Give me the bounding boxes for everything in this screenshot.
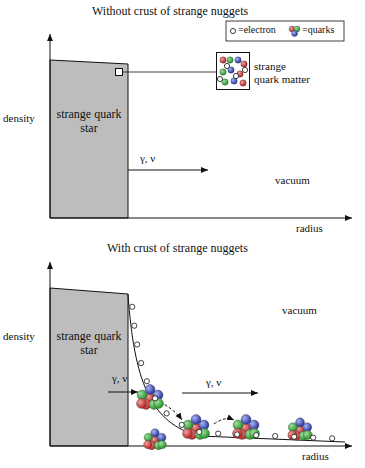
legend-text: =quarks xyxy=(302,24,334,36)
radius-axis xyxy=(50,218,352,219)
electron xyxy=(164,411,169,416)
emission-arrow xyxy=(108,392,138,393)
electron xyxy=(233,73,238,78)
legend-box xyxy=(226,21,344,41)
electron xyxy=(330,436,335,441)
node-text: strange quark star xyxy=(52,108,126,136)
region-label: vacuum xyxy=(282,304,317,317)
electron xyxy=(152,396,157,401)
electron xyxy=(224,63,229,68)
star-label-box: strange quark star xyxy=(52,108,126,136)
electron xyxy=(144,379,149,384)
emission-arrow xyxy=(128,170,208,171)
emission-label: γ, ν xyxy=(206,376,221,389)
electron xyxy=(135,342,140,347)
electron xyxy=(230,28,235,33)
node-text: strange quark matter xyxy=(254,60,312,85)
electron xyxy=(273,433,278,438)
legend-text: =electron xyxy=(238,24,276,36)
electron xyxy=(130,304,135,309)
nugget-arrow xyxy=(214,419,234,424)
electron xyxy=(179,422,184,427)
emission-label: γ, ν xyxy=(140,152,155,165)
star-region xyxy=(50,60,128,218)
node-text: strange quark star xyxy=(52,330,126,358)
star-label-box: strange quark star xyxy=(52,330,126,358)
electron xyxy=(197,429,202,434)
star-region xyxy=(50,288,128,446)
electron xyxy=(132,323,137,328)
electron xyxy=(242,67,247,72)
panel-title: With crust of strange nuggets xyxy=(107,242,248,256)
electron xyxy=(235,432,240,437)
density-axis xyxy=(50,34,51,218)
quark-matter-box: strange quark matter xyxy=(216,52,326,92)
electron xyxy=(254,433,259,438)
axis-label: density xyxy=(3,112,35,125)
electron xyxy=(139,360,144,365)
sample-marker xyxy=(115,68,123,76)
emission-label: γ, ν xyxy=(112,372,127,385)
axis-label: radius xyxy=(296,222,323,235)
density-axis xyxy=(50,262,51,446)
leader-line xyxy=(123,72,216,73)
electron xyxy=(311,435,316,440)
axis-label: radius xyxy=(302,450,329,463)
strange-nuggets xyxy=(130,304,335,449)
region-label: vacuum xyxy=(275,174,310,187)
radius-axis xyxy=(50,446,352,447)
emission-arrow xyxy=(182,393,258,394)
panel-title: Without crust of strange nuggets xyxy=(92,5,248,19)
quark-matter-sample xyxy=(216,52,250,90)
electron xyxy=(217,76,222,81)
electron xyxy=(292,434,297,439)
density-slope xyxy=(128,294,345,442)
electron xyxy=(216,431,221,436)
axis-label: density xyxy=(3,330,35,343)
